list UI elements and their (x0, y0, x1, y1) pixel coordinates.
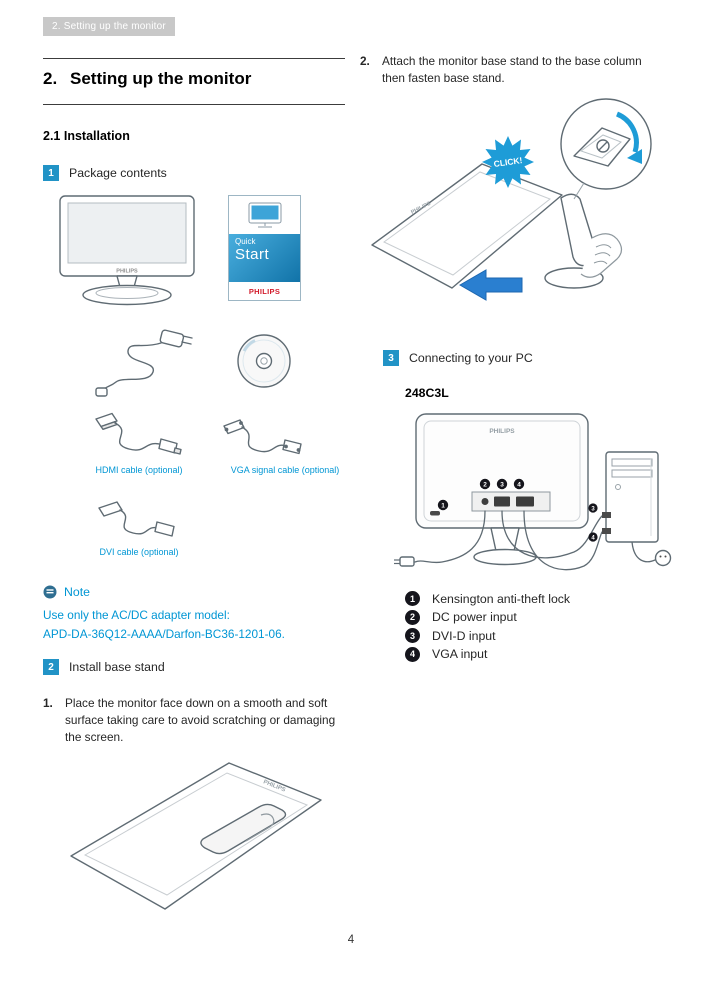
hdmi-cable-illustration (95, 412, 182, 455)
quick-start-guide-illustration: Quick Start PHILIPS (228, 195, 301, 301)
brand-text: PHILIPS (116, 269, 138, 275)
diagram-markers: 1 2 3 4 3 4 (437, 478, 598, 542)
monitor-face-down-illustration: PHILIPS (70, 762, 322, 910)
marker-4-pc: 4 (591, 535, 595, 541)
instruction-1-number: 1. (43, 696, 53, 710)
chapter-title: 2. Setting up the monitor (43, 69, 251, 89)
list-item: 2 DC power input (405, 609, 570, 625)
quick-start-cover-image (229, 196, 300, 234)
step-label-package-contents: Package contents (69, 166, 167, 180)
step-number-badge-2: 2 (43, 659, 59, 675)
note-line1: Use only the AC/DC adapter model: (43, 608, 230, 622)
vga-cable-illustration (223, 419, 302, 455)
turn-arrow-icon (615, 111, 639, 153)
dvi-cable-label: DVI cable (optional) (99, 547, 179, 557)
note-icon (43, 585, 57, 599)
chapter-number: 2. (43, 69, 58, 88)
connection-badge-2: 2 (405, 609, 420, 625)
list-item: 1 Kensington anti-theft lock (405, 591, 570, 606)
note-body: Use only the AC/DC adapter model: APD-DA… (43, 606, 345, 644)
connection-badge-1: 1 (405, 591, 420, 606)
chapter-title-text: Setting up the monitor (70, 69, 252, 88)
cables (414, 510, 656, 571)
dc-power-port (481, 498, 489, 505)
wall-outlet-icon (654, 549, 672, 567)
title-rule-top (43, 58, 345, 59)
power-adapter-cable-illustration (95, 329, 193, 397)
quick-start-title-area: Quick Start (229, 234, 300, 282)
pc-connection-diagram: PHILIPS (394, 413, 672, 571)
step-label-install-base-stand: Install base stand (69, 660, 165, 674)
connection-badge-4: 4 (405, 646, 420, 662)
marker-2: 2 (483, 481, 487, 488)
base-stand-assembly-illustration: PHILIPS CLICK! (371, 98, 652, 301)
click-starburst (482, 136, 534, 188)
marker-4: 4 (517, 481, 521, 488)
model-number: 248C3L (405, 386, 449, 400)
vga-port (516, 496, 534, 507)
quick-start-quick: Quick (235, 237, 256, 246)
dvi-port (494, 496, 510, 507)
step-package-contents: 1 Package contents (43, 165, 167, 181)
click-label: CLICK! (493, 155, 523, 169)
step-connecting-pc: 3 Connecting to your PC (383, 350, 533, 366)
left-column: 2. Setting up the monitor 2.1 Installatio… (43, 55, 345, 955)
mini-monitor-icon (248, 202, 281, 228)
running-header-badge: 2. Setting up the monitor (43, 17, 175, 36)
note-title: Note (64, 585, 90, 599)
step-label-connecting-pc: Connecting to your PC (409, 351, 533, 365)
list-item: 4 VGA input (405, 646, 570, 662)
marker-3: 3 (500, 481, 504, 488)
vga-cable-label: VGA signal cable (optional) (230, 465, 340, 475)
quick-start-start: Start (235, 246, 270, 263)
connection-label-4: VGA input (432, 647, 488, 661)
installation-heading: 2.1 Installation (43, 129, 130, 143)
connection-badge-3: 3 (405, 628, 420, 643)
monitor-front-illustration: PHILIPS (59, 195, 195, 306)
cd-illustration (237, 334, 291, 388)
kensington-slot (430, 511, 440, 516)
connection-label-1: Kensington anti-theft lock (432, 591, 571, 606)
connection-label-3: DVI-D input (432, 628, 496, 643)
brand-text: PHILIPS (489, 428, 515, 435)
note-line2: APD-DA-36Q12-AAAA/Darfon-BC36-1201-06. (43, 627, 285, 641)
philips-logo: PHILIPS (248, 286, 281, 296)
step-number-badge-1: 1 (43, 165, 59, 181)
instruction-2-number: 2. (360, 54, 370, 68)
power-plug (399, 556, 415, 567)
page-number: 4 (347, 934, 355, 946)
marker-1: 1 (441, 502, 445, 509)
slide-arrow-icon (458, 269, 523, 301)
instruction-1-text: Place the monitor face down on a smooth … (65, 696, 336, 744)
instruction-2: 2. Attach the monitor base stand to the … (360, 53, 660, 87)
list-item: 3 DVI-D input (405, 628, 570, 643)
hdmi-cable-label: HDMI cable (optional) (95, 465, 183, 475)
instruction-2-text: Attach the monitor base stand to the bas… (382, 54, 642, 85)
marker-3-pc: 3 (591, 506, 595, 512)
connection-label-2: DC power input (432, 610, 517, 624)
note-heading: Note (43, 585, 90, 599)
hand-illustration (580, 233, 623, 278)
pc-tower (602, 451, 659, 543)
right-column: 2. Attach the monitor base stand to the … (360, 50, 672, 710)
connection-list: 1 Kensington anti-theft lock 2 DC power … (405, 591, 570, 665)
quick-start-brand-strip: PHILIPS (229, 282, 300, 300)
step-number-badge-3: 3 (383, 350, 399, 366)
instruction-1: 1. Place the monitor face down on a smoo… (43, 695, 353, 746)
title-rule-bottom (43, 104, 345, 105)
step-install-base-stand: 2 Install base stand (43, 659, 165, 675)
screw-detail-magnifier (560, 98, 652, 200)
dvi-cable-illustration (98, 501, 175, 537)
